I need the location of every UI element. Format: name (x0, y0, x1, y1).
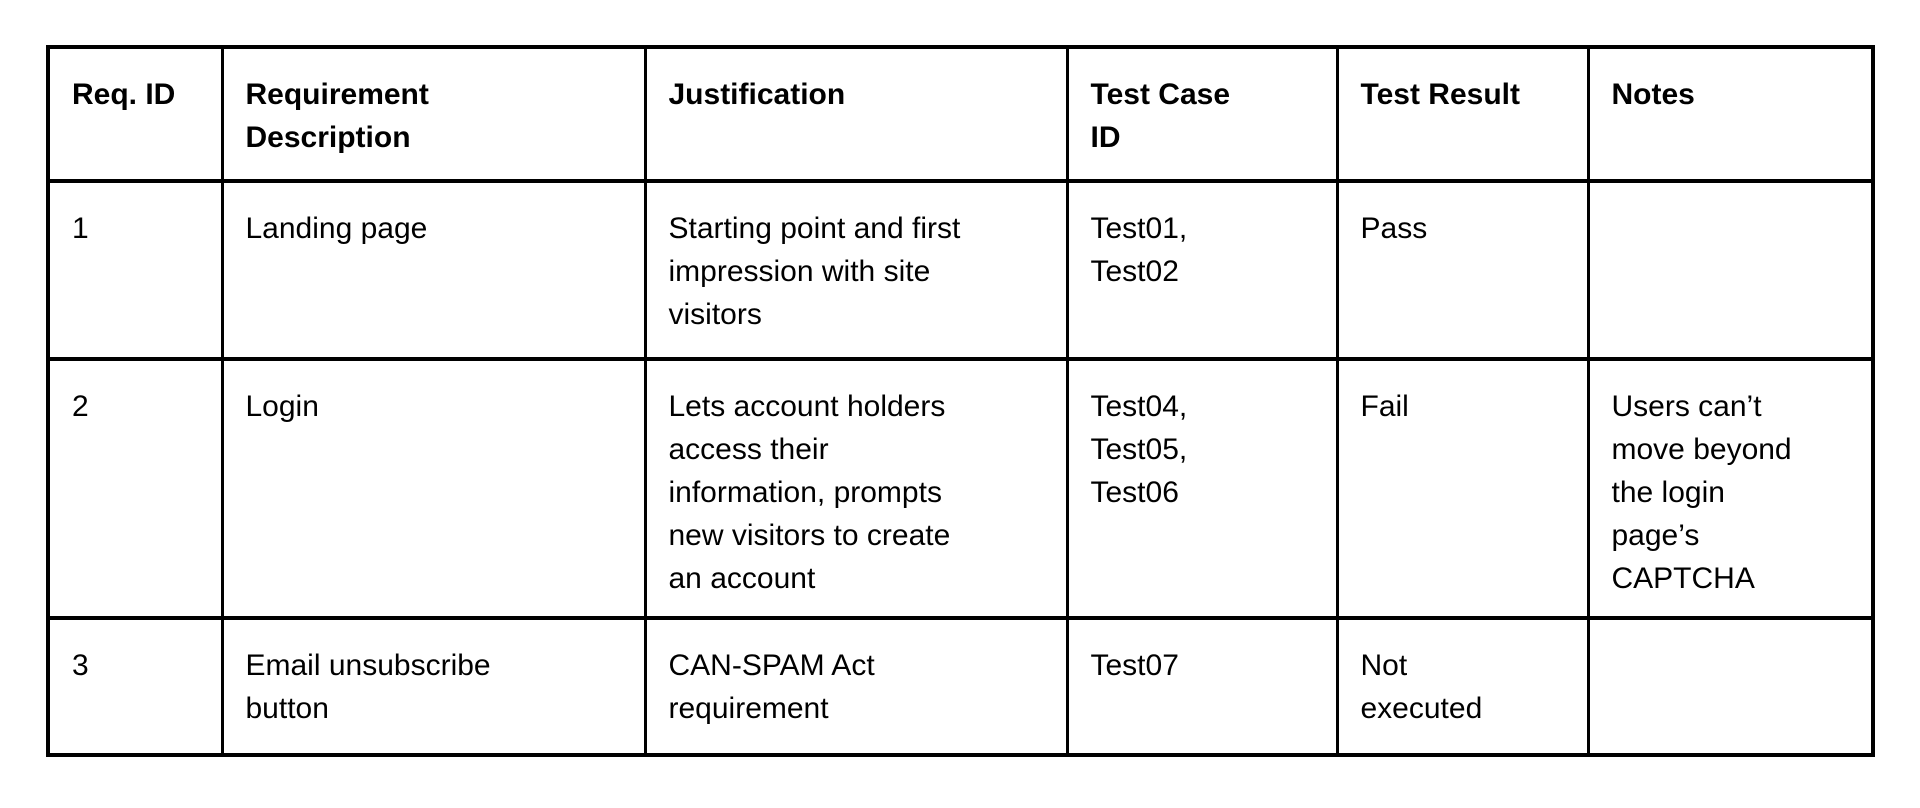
cell-test-result: Fail (1335, 357, 1590, 620)
header-req-id: Req. ID (46, 45, 224, 183)
header-justification: Justification (643, 45, 1069, 183)
table-row: 2 Login Lets account holders access thei… (46, 357, 1875, 620)
table-header-row: Req. ID Requirement Description Justific… (46, 45, 1875, 183)
cell-notes (1586, 616, 1875, 757)
cell-notes: Users can’t move beyond the login page’s… (1586, 357, 1875, 620)
cell-description: Landing page (220, 179, 647, 361)
cell-req-id: 1 (46, 179, 224, 361)
table-row: 1 Landing page Starting point and first … (46, 179, 1875, 361)
header-test-case-id: Test Case ID (1065, 45, 1339, 183)
cell-justification: CAN-SPAM Act requirement (643, 616, 1069, 757)
cell-req-id: 2 (46, 357, 224, 620)
cell-justification: Lets account holders access their inform… (643, 357, 1069, 620)
requirements-table: Req. ID Requirement Description Justific… (46, 45, 1875, 757)
header-notes: Notes (1586, 45, 1875, 183)
cell-description: Login (220, 357, 647, 620)
cell-notes (1586, 179, 1875, 361)
cell-test-case-id: Test01, Test02 (1065, 179, 1339, 361)
header-description: Requirement Description (220, 45, 647, 183)
table-row: 3 Email unsubscribe button CAN-SPAM Act … (46, 616, 1875, 757)
cell-test-result: Not executed (1335, 616, 1590, 757)
header-test-result: Test Result (1335, 45, 1590, 183)
cell-req-id: 3 (46, 616, 224, 757)
cell-description: Email unsubscribe button (220, 616, 647, 757)
cell-test-result: Pass (1335, 179, 1590, 361)
cell-test-case-id: Test04, Test05, Test06 (1065, 357, 1339, 620)
cell-test-case-id: Test07 (1065, 616, 1339, 757)
cell-justification: Starting point and first impression with… (643, 179, 1069, 361)
